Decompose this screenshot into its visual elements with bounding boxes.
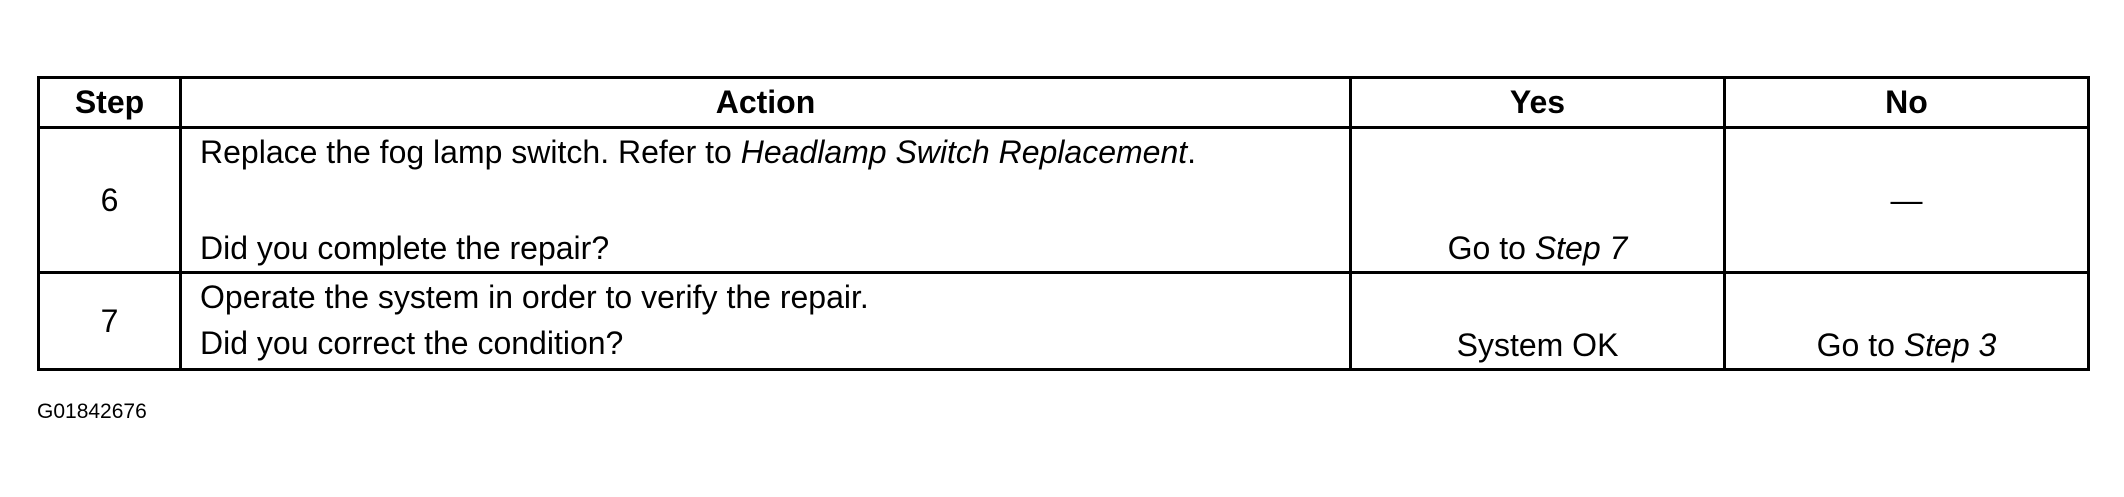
header-action: Action: [179, 76, 1352, 129]
diagnostic-table: Step Action Yes No 6 Replace the fog lam…: [37, 76, 2090, 371]
header-no: No: [1723, 76, 2090, 129]
step-number: 7: [37, 271, 182, 371]
yes-result: Go to Step 7: [1349, 126, 1726, 274]
header-step: Step: [37, 76, 182, 129]
no-text: —: [1890, 181, 1923, 218]
no-result: —: [1723, 126, 2090, 274]
yes-text: System OK: [1456, 327, 1619, 363]
yes-result: System OK: [1349, 271, 1726, 371]
action-instruction: Replace the fog lamp switch. Refer to He…: [200, 129, 1349, 175]
action-text: Replace the fog lamp switch. Refer to: [200, 134, 741, 170]
spacer: [200, 175, 1349, 225]
figure-id: G01842676: [37, 400, 147, 423]
step-reference: Step 3: [1903, 327, 1997, 363]
table-row-step-7: 7 Operate the system in order to verify …: [37, 271, 2090, 371]
step-number: 6: [37, 126, 182, 274]
step-reference: Step 7: [1534, 230, 1628, 266]
table-row-step-6: 6 Replace the fog lamp switch. Refer to …: [37, 126, 2090, 274]
action-instruction: Operate the system in order to verify th…: [200, 279, 869, 315]
header-yes: Yes: [1349, 76, 1726, 129]
table-header-row: Step Action Yes No: [37, 76, 2090, 129]
action-question: Did you complete the repair?: [200, 230, 610, 266]
action-question: Did you correct the condition?: [200, 325, 624, 361]
yes-text: Go to: [1447, 230, 1535, 266]
procedure-reference: Headlamp Switch Replacement: [740, 134, 1188, 170]
action-text-suffix: .: [1187, 134, 1197, 170]
no-text: Go to: [1816, 327, 1904, 363]
action-cell: Replace the fog lamp switch. Refer to He…: [179, 126, 1352, 274]
action-cell: Operate the system in order to verify th…: [179, 271, 1352, 371]
no-result: Go to Step 3: [1723, 271, 2090, 371]
